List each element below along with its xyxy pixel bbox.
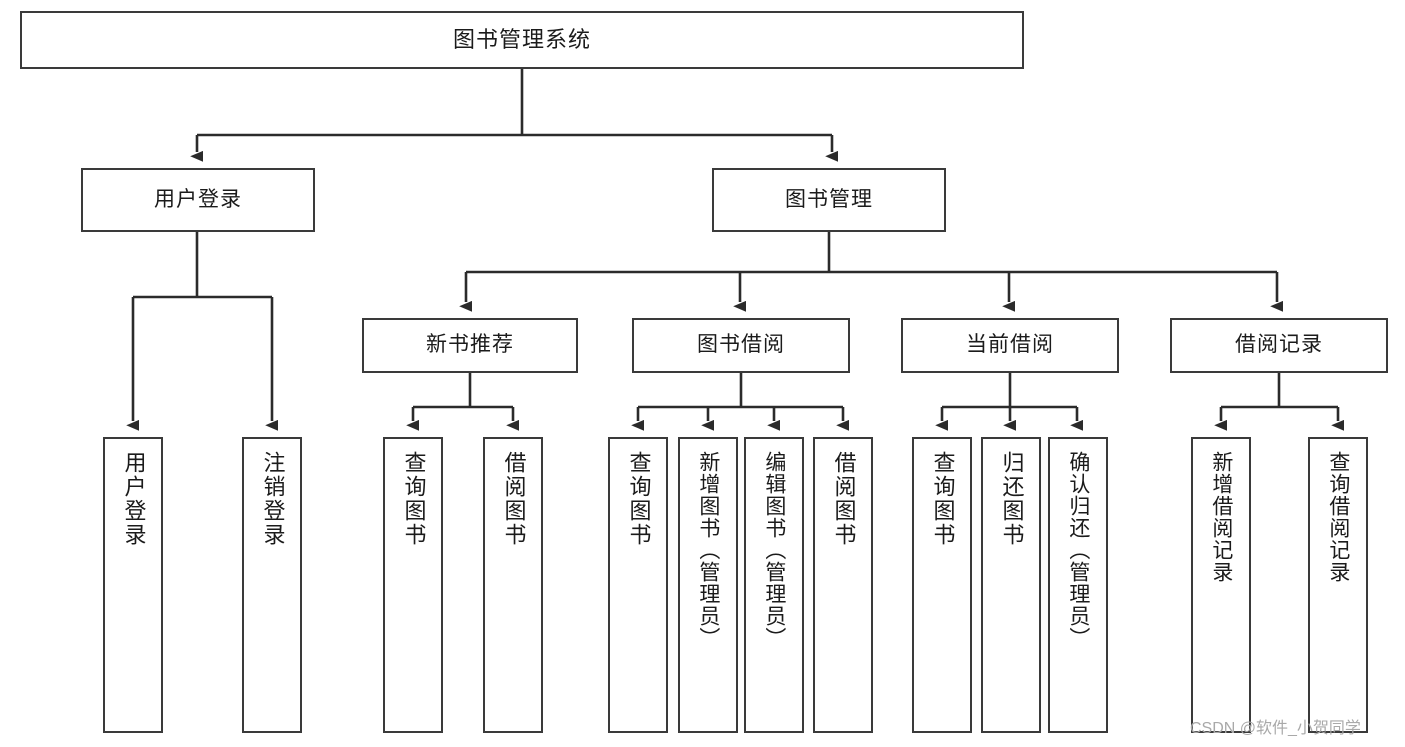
leaf-query-borrow-record[interactable]: 查询借阅记录 [1308, 437, 1368, 733]
leaf-query-book-new[interactable]: 查询图书 [383, 437, 443, 733]
node-label: 注销登录 [260, 451, 286, 547]
leaf-query-book-borrow[interactable]: 查询图书 [608, 437, 668, 733]
node-root-system[interactable]: 图书管理系统 [20, 11, 1024, 69]
node-label: 查询图书 [930, 451, 956, 547]
node-new-book-recommend[interactable]: 新书推荐 [362, 318, 578, 373]
node-label: 当前借阅 [966, 333, 1054, 357]
node-label: 借阅图书 [501, 451, 527, 547]
node-label: 归还图书 [999, 451, 1025, 547]
node-user-login[interactable]: 用户登录 [81, 168, 315, 232]
node-label: 图书借阅 [697, 333, 785, 357]
node-label: 新增借阅记录 [1209, 451, 1233, 583]
leaf-borrow-book[interactable]: 借阅图书 [813, 437, 873, 733]
leaf-edit-book-admin[interactable]: 编辑图书（管理员） [744, 437, 804, 733]
leaf-add-book-admin[interactable]: 新增图书（管理员） [678, 437, 738, 733]
node-book-borrow[interactable]: 图书借阅 [632, 318, 850, 373]
node-label: 图书管理 [785, 187, 873, 211]
leaf-query-book-current[interactable]: 查询图书 [912, 437, 972, 733]
node-label: 新增图书（管理员） [696, 451, 720, 649]
node-label: 查询图书 [626, 451, 652, 547]
leaf-confirm-return-admin[interactable]: 确认归还（管理员） [1048, 437, 1108, 733]
leaf-add-borrow-record[interactable]: 新增借阅记录 [1191, 437, 1251, 733]
node-label: 借阅图书 [831, 451, 857, 547]
leaf-return-book[interactable]: 归还图书 [981, 437, 1041, 733]
node-label: 图书管理系统 [452, 27, 591, 53]
node-label: 查询借阅记录 [1326, 451, 1350, 583]
watermark: CSDN @软件_小贺同学 [1190, 720, 1361, 737]
node-label: 新书推荐 [426, 333, 514, 357]
leaf-logout[interactable]: 注销登录 [242, 437, 302, 733]
node-label: 用户登录 [154, 187, 242, 211]
node-current-borrow[interactable]: 当前借阅 [901, 318, 1119, 373]
node-label: 用户登录 [121, 451, 147, 547]
node-borrow-record[interactable]: 借阅记录 [1170, 318, 1388, 373]
node-book-management[interactable]: 图书管理 [712, 168, 946, 232]
node-label: 查询图书 [401, 451, 427, 547]
node-label: 确认归还（管理员） [1066, 451, 1090, 649]
node-label: 借阅记录 [1235, 333, 1323, 357]
leaf-borrow-book-new[interactable]: 借阅图书 [483, 437, 543, 733]
leaf-user-login[interactable]: 用户登录 [103, 437, 163, 733]
node-label: 编辑图书（管理员） [762, 451, 786, 649]
